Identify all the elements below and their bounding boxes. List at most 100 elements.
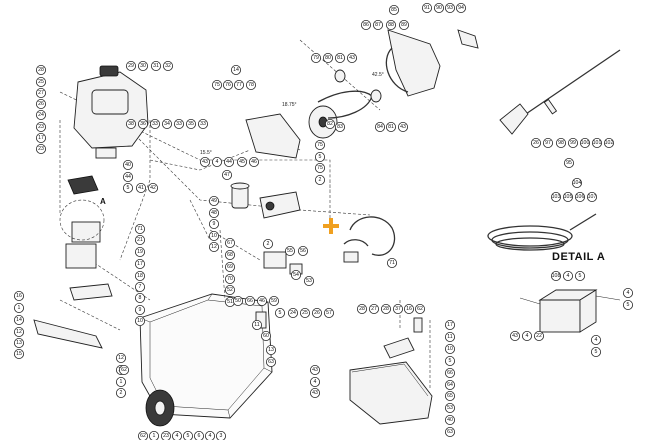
callout-circle [444,402,455,413]
detail-battery-side [579,289,597,333]
hose-end [569,213,597,231]
part-callout: 75 [314,139,325,150]
filter-cap [230,182,250,190]
part-callout: 23 [161,431,171,440]
part-callout: 87 [372,19,383,30]
callout-number: 22 [536,333,542,339]
callout-circle [138,431,148,440]
callout-circle [36,88,47,99]
part-callout: 43 [346,53,357,64]
callout-number: 33 [200,121,206,127]
callout-number: 103 [552,194,561,200]
callout-circle [172,431,182,440]
part-callout: 1 [13,302,24,313]
callout-circle [224,261,235,272]
callout-number: 29 [128,63,134,69]
hose-coil-3 [495,237,565,251]
guard-bracket [457,29,479,49]
part-callout: 14 [230,65,241,76]
callout-circle [223,156,234,167]
unloader-hose [349,216,396,256]
callout-number: 86 [363,22,369,28]
part-callout: 105 [563,191,574,202]
callout-number: 63 [447,429,453,435]
callout-number: 94 [458,5,464,11]
callout-number: 43 [312,390,318,396]
callout-circle [161,431,171,440]
callout-circle [433,3,444,13]
part-callout: 28 [380,303,391,314]
callout-circle [314,174,325,185]
callout-number: 4 [627,290,630,296]
part-callout: 9 [134,304,145,315]
callout-number: 16 [406,306,412,312]
callout-number: 28 [383,306,389,312]
part-callout: 62 [138,431,148,440]
callout-circle [386,257,397,268]
callout-number: 5 [187,433,190,439]
callout-circle [185,119,196,130]
part-callout: 45 [236,156,247,167]
part-callout: 67 [224,237,235,248]
callout-circle [310,53,321,64]
part-callout: 82 [324,119,335,130]
callout-number: 28 [38,67,44,73]
callout-circle [211,80,222,91]
callout-circle [287,307,298,318]
part-callout: 53 [444,402,455,413]
callout-circle [205,431,215,440]
part-callout: 48 [208,207,219,218]
part-callout: 27 [368,303,379,314]
part-callout: 4 [591,334,602,345]
pump [259,191,301,219]
callout-number: 65 [447,393,453,399]
callout-number: 4 [216,159,219,165]
callout-circle [208,207,219,218]
part-callout: 6 [194,431,204,440]
callout-circle [297,245,308,256]
callout-number: 25 [38,79,44,85]
part-callout: 29 [126,61,137,72]
part-callout: 64 [444,379,455,390]
part-callout: 4 [211,156,222,167]
callout-circle [134,304,145,315]
callout-number: 69 [227,264,233,270]
callout-number: 43 [349,55,355,61]
callout-number: 93 [447,5,453,11]
callout-number: 35 [188,121,194,127]
callout-circle [36,132,47,143]
part-callout: 71 [386,257,397,268]
callout-circle [311,307,322,318]
part-callout: 9 [208,218,219,229]
callout-circle [123,171,134,182]
engine-air-cleaner [91,89,129,115]
callout-circle [13,302,24,313]
callout-number: 5 [319,154,322,160]
callout-circle [360,19,371,30]
frame-handle-clip [255,311,267,329]
callout-circle [265,344,276,355]
part-callout: 5 [444,355,455,366]
callout-number: 79 [313,55,319,61]
callout-circle [563,270,574,281]
part-callout: 17 [134,258,145,269]
callout-number: 5 [595,349,598,355]
callout-number: 26 [314,310,320,316]
callout-circle [262,238,273,249]
frame-inner [149,299,265,411]
callout-circle [224,237,235,248]
part-callout: 59 [268,295,279,306]
callout-number: 24 [38,112,44,118]
part-callout: 46 [256,295,267,306]
part-callout: 76 [222,80,233,91]
callout-circle [392,303,403,314]
callout-circle [265,356,276,367]
callout-circle [149,119,160,130]
callout-circle [13,326,24,337]
callout-number: 43 [202,159,208,165]
callout-circle [13,290,24,301]
part-callout: 98 [556,137,567,148]
callout-circle [134,234,145,245]
callout-circle [126,119,137,130]
callout-number: 105 [564,194,573,200]
